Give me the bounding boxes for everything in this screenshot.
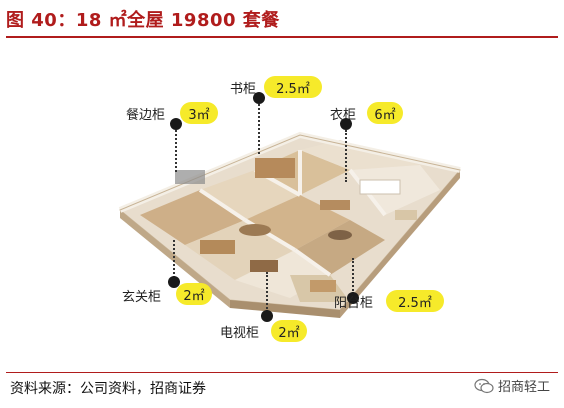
leader-line-yangtaigui: [352, 258, 354, 294]
marker-dot-shugui: [253, 92, 265, 104]
marker-dot-dianshigui: [261, 310, 273, 322]
leader-line-dianshigui: [266, 272, 268, 312]
figure-title: 图 40：18 ㎡全屋 19800 套餐: [6, 10, 280, 31]
marker-dot-yigui: [340, 118, 352, 130]
label-dianshigui: 电视柜: [220, 326, 260, 341]
diagram-canvas: 书柜 2.5㎡ 餐边柜 3㎡ 衣柜 6㎡ 玄关柜 2㎡ 阳台柜 2.5㎡ 电视柜…: [0, 40, 564, 370]
pill-xuanguangui: 2㎡: [176, 283, 212, 305]
marker-dot-yangtaigui: [347, 292, 359, 304]
watermark-text: 招商轻工: [497, 380, 550, 395]
floorplan-illustration: [118, 131, 461, 318]
watermark: 招商轻工: [474, 376, 550, 395]
pill-yigui: 6㎡: [367, 102, 403, 124]
pill-dianshigui: 2㎡: [271, 320, 307, 342]
title-rule: [6, 36, 558, 38]
footer-rule: [6, 372, 558, 373]
marker-dot-canbiangui: [170, 118, 182, 130]
source-note: 资料来源：公司资料，招商证券: [10, 381, 206, 397]
label-yangtaigui: 阳台柜: [334, 296, 374, 311]
label-xuanguangui: 玄关柜: [122, 290, 162, 305]
leader-line-xuanguangui: [173, 240, 175, 278]
label-shugui: 书柜: [230, 82, 257, 97]
label-canbiangui: 餐边柜: [126, 108, 166, 123]
leader-line-canbiangui: [175, 130, 177, 172]
leader-line-yigui: [345, 130, 347, 182]
pill-yangtaigui: 2.5㎡: [386, 290, 444, 312]
pill-shugui: 2.5㎡: [264, 76, 322, 98]
wechat-icon: [474, 378, 494, 393]
marker-dot-xuanguangui: [168, 276, 180, 288]
pill-canbiangui: 3㎡: [180, 102, 218, 124]
leader-line-shugui: [258, 104, 260, 154]
